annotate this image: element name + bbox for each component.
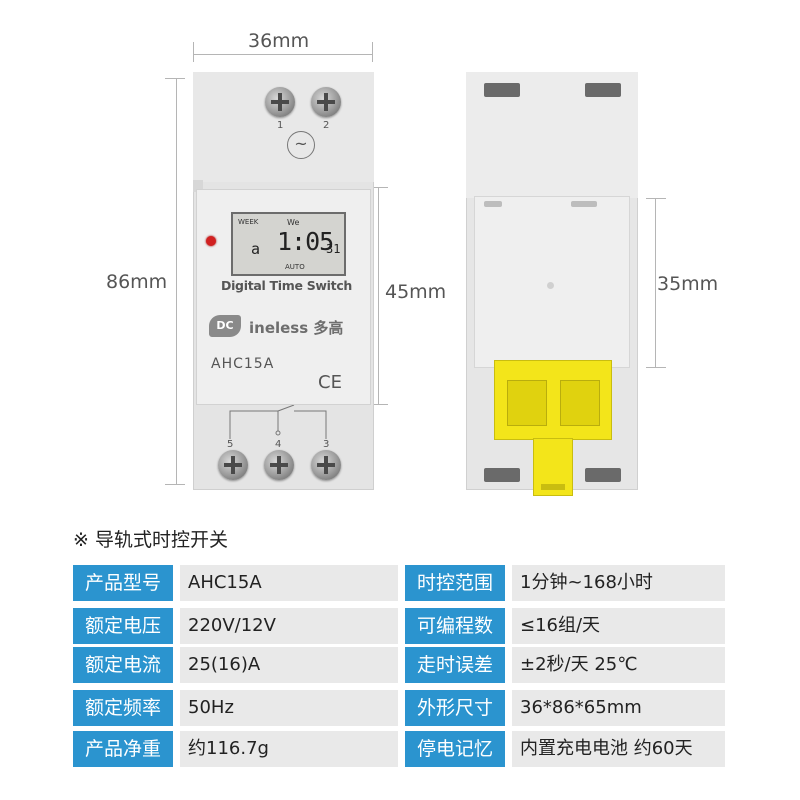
back-top-slot-left	[484, 83, 520, 97]
bottom-terminal-label-5: 5	[227, 439, 234, 450]
bottom-terminal-screw-3[interactable]	[311, 450, 341, 480]
model-label: AHC15A	[211, 356, 275, 372]
height-dim-line	[176, 78, 177, 484]
spec-label: 时控范围	[405, 565, 505, 601]
width-dim-label: 36mm	[248, 30, 310, 52]
spec-label: 外形尺寸	[405, 690, 505, 726]
spec-label: 走时误差	[405, 647, 505, 683]
lcd-screen: WEEK We a 1:05 31 AUTO	[231, 212, 346, 276]
lcd-day-digit: a	[251, 240, 261, 258]
spec-value: 约116.7g	[180, 731, 398, 767]
back-center-dot	[547, 282, 554, 289]
back-bottom-slot-right	[585, 468, 621, 482]
back-clip-right	[571, 201, 597, 207]
brand-logo-text: DC	[216, 319, 234, 332]
spec-value: ±2秒/天 25℃	[512, 647, 725, 683]
height-dim-label: 86mm	[106, 271, 168, 293]
height-dim-tick-top	[165, 78, 185, 79]
section-title: ※ 导轨式时控开关	[73, 529, 228, 551]
spec-value: 50Hz	[180, 690, 398, 726]
spec-label: 额定电压	[73, 608, 173, 644]
window-dim-tick-bottom	[368, 404, 388, 405]
window-dim-line	[378, 187, 379, 404]
window-dim-label: 45mm	[385, 281, 447, 303]
spec-label: 停电记忆	[405, 731, 505, 767]
ac-symbol-icon: ~	[287, 131, 315, 159]
latch-inner-right	[560, 380, 600, 426]
rail-dim-label: 35mm	[657, 273, 719, 295]
latch-slot	[541, 484, 565, 490]
lcd-day-label: We	[287, 218, 300, 227]
relay-circuit-diagram	[229, 405, 327, 439]
height-dim-tick-bottom	[165, 484, 185, 485]
spec-value: 内置充电电池 约60天	[512, 731, 725, 767]
spec-row: 额定频率 50Hz 外形尺寸 36*86*65mm	[73, 690, 725, 726]
top-terminal-screw-2[interactable]	[311, 87, 341, 117]
spec-value: 36*86*65mm	[512, 690, 725, 726]
ac-symbol-text: ~	[294, 134, 308, 153]
spec-row: 产品型号 AHC15A 时控范围 1分钟~168小时	[73, 565, 725, 601]
spec-row: 产品净重 约116.7g 停电记忆 内置充电电池 约60天	[73, 731, 725, 767]
spec-value: 220V/12V	[180, 608, 398, 644]
spec-value: AHC15A	[180, 565, 398, 601]
width-dim-line	[193, 54, 373, 55]
spec-label: 产品净重	[73, 731, 173, 767]
spec-row: 额定电压 220V/12V 可编程数 ≤16组/天	[73, 608, 725, 644]
bottom-terminal-screw-5[interactable]	[218, 450, 248, 480]
latch-inner-left	[507, 380, 547, 426]
top-terminal-screw-1[interactable]	[265, 87, 295, 117]
back-bottom-slot-left	[484, 468, 520, 482]
bottom-terminal-screw-4[interactable]	[264, 450, 294, 480]
back-clip-left	[484, 201, 502, 207]
spec-value: ≤16组/天	[512, 608, 725, 644]
top-terminal-label-2: 2	[323, 120, 330, 131]
bottom-terminal-label-3: 3	[323, 439, 330, 450]
rail-dim-tick-bottom	[646, 367, 666, 368]
spec-value: 1分钟~168小时	[512, 565, 725, 601]
lcd-seconds: 31	[326, 242, 341, 256]
spec-label: 额定电流	[73, 647, 173, 683]
spec-label: 额定频率	[73, 690, 173, 726]
brand-name: ineless 多高	[249, 319, 344, 337]
rail-dim-tick-top	[646, 198, 666, 199]
back-top-slot-right	[585, 83, 621, 97]
rail-dim-line	[655, 198, 656, 367]
spec-row: 额定电流 25(16)A 走时误差 ±2秒/天 25℃	[73, 647, 725, 683]
top-terminal-label-1: 1	[277, 120, 284, 131]
spec-label: 可编程数	[405, 608, 505, 644]
width-dim-tick-left	[193, 42, 194, 62]
lcd-week-label: WEEK	[238, 218, 259, 226]
brand-logo-icon: DC	[209, 315, 241, 337]
status-led-icon	[206, 236, 216, 246]
bottom-terminal-label-4: 4	[275, 439, 282, 450]
width-dim-tick-right	[372, 42, 373, 62]
spec-value: 25(16)A	[180, 647, 398, 683]
product-name: Digital Time Switch	[221, 278, 353, 293]
spec-label: 产品型号	[73, 565, 173, 601]
din-rail-latch-tab[interactable]	[533, 438, 573, 496]
lcd-mode: AUTO	[285, 263, 305, 271]
ce-mark: CE	[318, 372, 342, 393]
front-top-notch-left	[193, 180, 203, 192]
lcd-time: 1:05	[277, 227, 334, 256]
